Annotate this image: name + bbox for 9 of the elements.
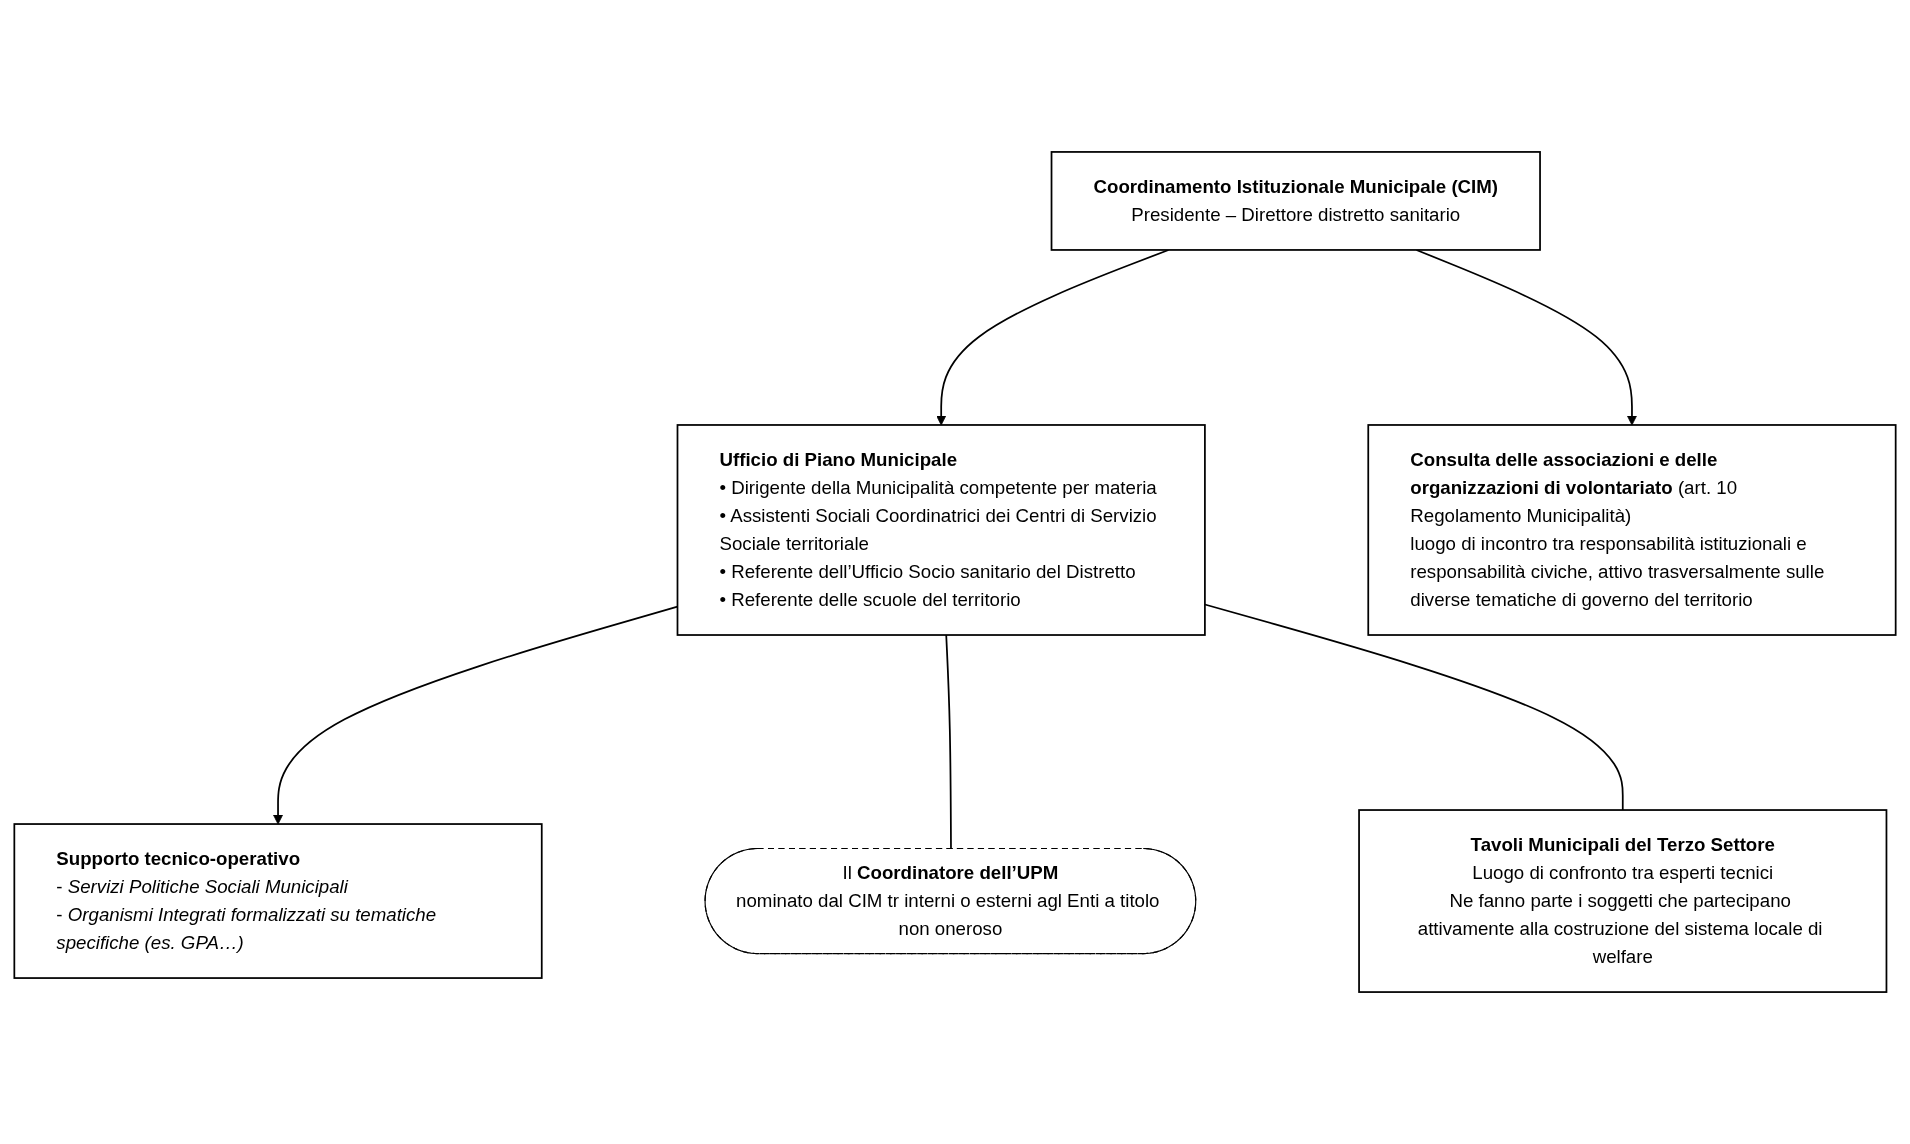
connector <box>945 634 952 850</box>
node-box <box>1050 151 1541 251</box>
connector <box>1204 603 1624 811</box>
arrow <box>1415 249 1638 426</box>
node-box <box>676 424 1206 636</box>
arrow <box>936 249 1170 426</box>
node-box <box>1367 424 1897 636</box>
node-box <box>1358 809 1888 993</box>
node-box <box>13 823 543 979</box>
